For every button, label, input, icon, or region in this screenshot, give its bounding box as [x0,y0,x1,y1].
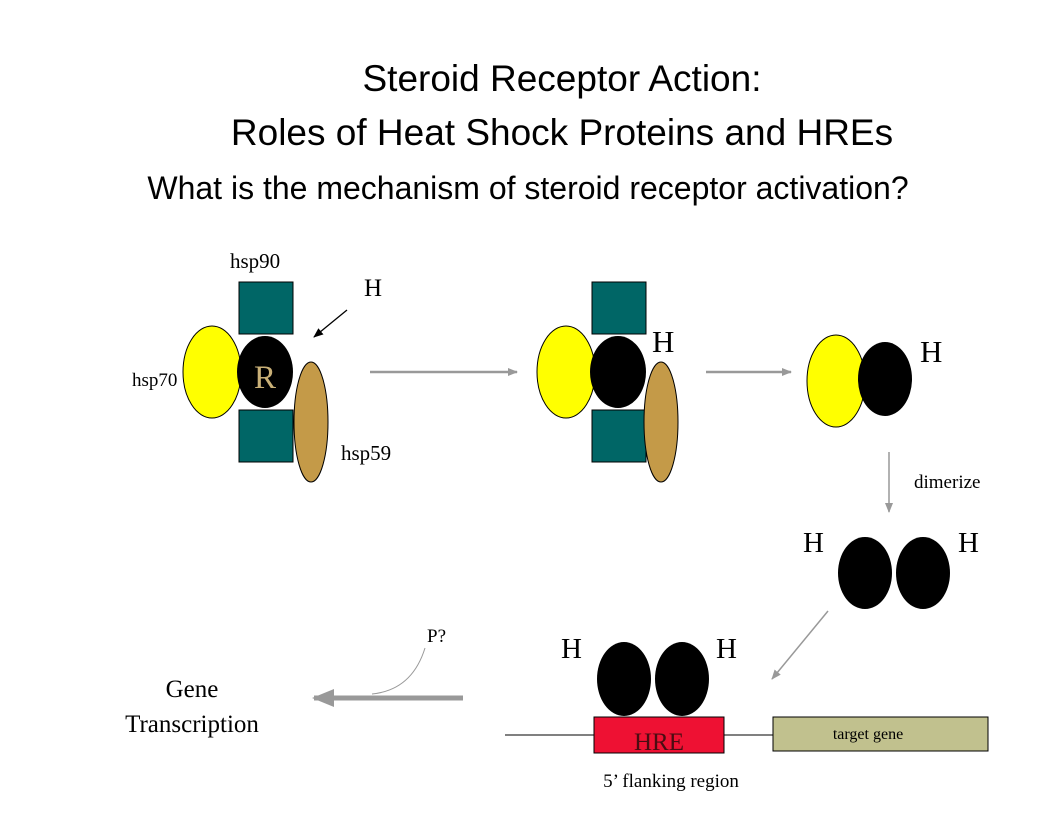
bound-hormone-right: H [716,633,737,665]
receptor-2 [590,336,646,408]
hsp59-label: hsp59 [341,441,391,465]
receptor-3 [858,342,912,416]
bound-left [597,642,651,716]
hsp90-top-2 [591,281,647,335]
dimer-left [838,537,892,609]
target-gene-label: target gene [833,726,903,743]
receptor-label: R [254,360,276,396]
hormone-label-1: H [364,275,382,302]
title-line-2: Roles of Heat Shock Proteins and HREs [230,112,894,153]
phospho-label: P? [427,626,446,647]
hre-label: HRE [634,729,684,756]
receptor-r [237,336,293,408]
transcription-label: Transcription [125,711,259,738]
dimer-hormone-left: H [803,527,824,559]
dimerize-label: dimerize [914,472,980,493]
hsp90-label: hsp90 [230,249,280,273]
bound-right [655,642,709,716]
dimer-hormone-right: H [958,527,979,559]
hormone-label-3: H [920,334,942,369]
subtitle-question: What is the mechanism of steroid recepto… [147,170,909,206]
hsp90-bottom-2 [591,409,647,463]
hre-box [593,716,725,754]
hsp59-ellipse [293,361,329,483]
complex-2-hormone-bound: H [536,281,679,483]
complex-1-inactive: hsp90 hsp70 R hsp59 H [132,249,391,483]
hsp70-ellipse-2 [536,325,596,419]
dimer-right [896,537,950,609]
complex-3-dissociated: H [806,334,942,428]
dna-bound-dimer: H H [561,633,737,716]
hsp70-label: hsp70 [132,370,177,391]
hormone-label-2: H [652,324,674,359]
hsp90-top [238,281,294,335]
target-gene-box [772,716,989,752]
hormone-binding-arrow [313,309,348,338]
hsp70-ellipse [182,325,242,419]
hsp90-bottom [238,409,294,463]
title-line-1: Steroid Receptor Action: [362,58,762,99]
bound-hormone-left: H [561,633,582,665]
phospho-curve [371,647,426,695]
hsp59-ellipse-2 [643,361,679,483]
flanking-region-label: 5’ flanking region [603,771,739,792]
hsp70-ellipse-3 [806,334,866,428]
dna-binding-arrow [771,610,829,680]
receptor-dimer: H H [803,527,979,609]
gene-label: Gene [166,676,219,703]
